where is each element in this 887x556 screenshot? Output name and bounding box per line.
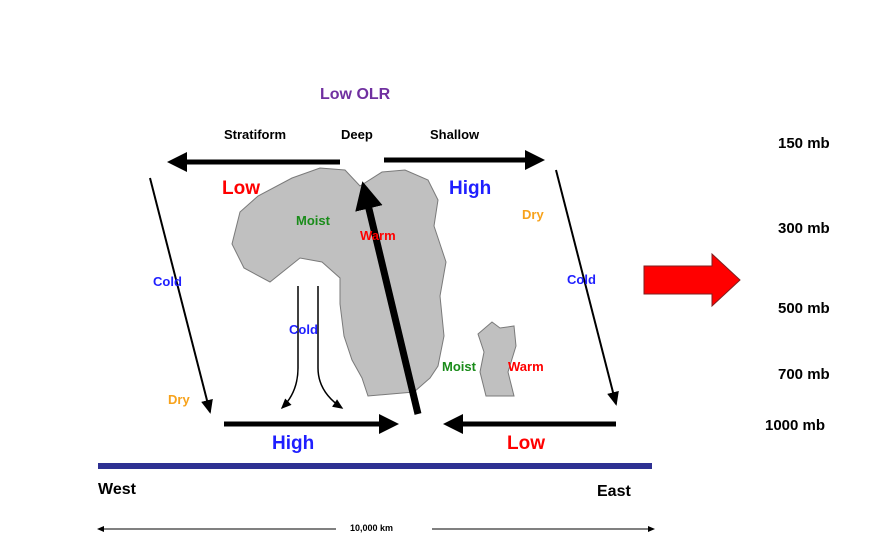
downdraft-right-arrow: [317, 286, 344, 409]
lower-high-label: High: [272, 433, 315, 454]
warm-upper-label: Warm: [360, 228, 396, 243]
west-subsidence-arrow: [149, 177, 213, 414]
warm-lower-label: Warm: [508, 359, 544, 374]
east-subsidence-arrow: [555, 169, 619, 406]
stratiform-header: Stratiform: [224, 127, 287, 142]
dry-left-label: Dry: [168, 392, 190, 407]
lower-low-label: Low: [507, 433, 545, 454]
west-label: West: [98, 481, 136, 498]
upper-low-label: Low: [222, 178, 260, 199]
cold-downdraft-label: Cold: [289, 322, 318, 337]
dry-right-label: Dry: [522, 207, 544, 222]
deep-updraft-arrow: [355, 181, 422, 415]
cold-left-label: Cold: [153, 274, 182, 289]
deep-header: Deep: [341, 127, 373, 142]
pressure-level-500: 500 mb: [778, 300, 830, 317]
right-arrow-icon: [643, 252, 741, 308]
shallow-cloud: [477, 321, 517, 397]
pressure-level-300: 300 mb: [778, 220, 830, 237]
moist-lower-label: Moist: [442, 359, 476, 374]
diagram-title: Low OLR: [320, 86, 391, 103]
pressure-level-1000: 1000 mb: [765, 417, 826, 434]
east-label: East: [597, 483, 631, 500]
downdraft-left-arrow: [280, 286, 299, 410]
pressure-level-700: 700 mb: [778, 366, 830, 383]
scale-label: 10,000 km: [350, 523, 394, 533]
cold-right-label: Cold: [567, 272, 596, 287]
pressure-level-150: 150 mb: [778, 135, 830, 152]
upper-high-label: High: [449, 178, 492, 199]
moist-upper-label: Moist: [296, 213, 330, 228]
convective-cloud: [231, 167, 447, 397]
shallow-header: Shallow: [430, 127, 480, 142]
